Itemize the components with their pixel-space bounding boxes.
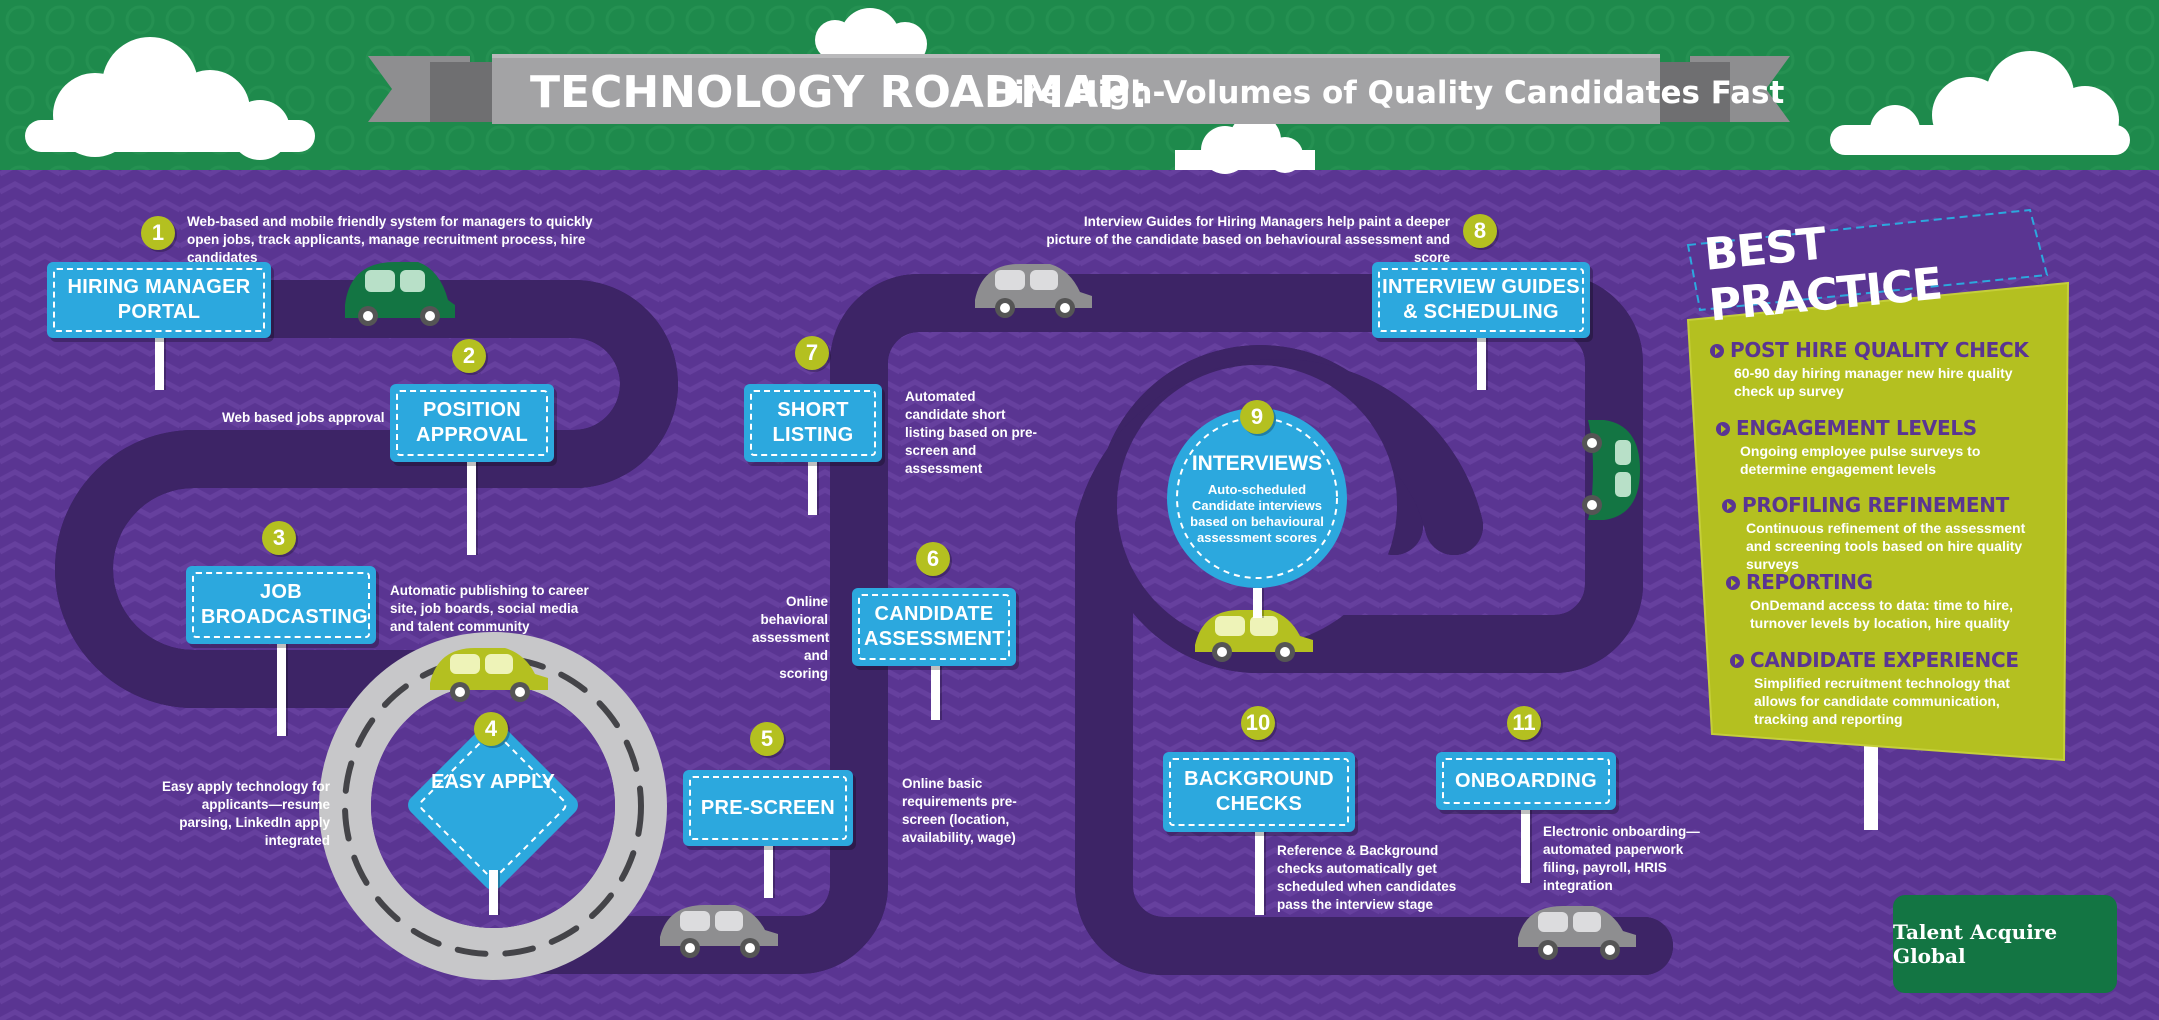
interviews-sign [1167, 408, 1347, 588]
car-icon [430, 648, 548, 702]
step-description: Web based jobs approval [222, 410, 385, 425]
step-description: Easy apply technology for applicants—res… [161, 779, 330, 848]
best-practice-board [1686, 208, 2070, 830]
step-number: 4 [474, 712, 508, 746]
play-icon [1726, 576, 1740, 590]
interviews-label[interactable]: INTERVIEWS [1191, 452, 1323, 475]
car-icon [1195, 610, 1313, 662]
play-icon [1730, 654, 1744, 668]
title-ribbon [368, 54, 1790, 124]
car-icon [1518, 906, 1636, 960]
step-number: 6 [916, 542, 950, 576]
best-practice-item-text: 60-90 day hiring manager new hire qualit… [1734, 365, 2013, 399]
step-description: Automatic publishing to career site, job… [390, 583, 589, 634]
step-description: Online basic requirements pre-screen (lo… [902, 776, 1017, 845]
step-number: 9 [1240, 400, 1274, 434]
car-icon [1582, 420, 1640, 520]
sign-candidate-assessment[interactable]: CANDIDATE ASSESSMENT [852, 588, 1016, 666]
sign-post [764, 840, 773, 898]
cloud-icon [25, 8, 2130, 174]
best-practice-item-head: PROFILING REFINEMENT [1722, 493, 2009, 517]
sign-post [1255, 825, 1264, 915]
best-practice-item-head: POST HIRE QUALITY CHECK [1710, 338, 2029, 362]
sign-post [277, 640, 286, 736]
play-icon [1722, 499, 1736, 513]
title-sub: Hire High-Volumes of Quality Candidates … [988, 75, 1784, 111]
easy-apply-sign [408, 720, 578, 890]
car-icon [975, 264, 1092, 318]
step-description: Reference & Background checks automatica… [1277, 843, 1457, 912]
best-practice-item-text: OnDemand access to data: time to hire, t… [1750, 597, 2013, 631]
step-number: 10 [1241, 706, 1275, 740]
sign-post [1253, 588, 1262, 618]
step-number: 11 [1507, 706, 1541, 740]
company-logo: Talent Acquire Global [1893, 895, 2117, 993]
sign-post [155, 330, 164, 390]
step-description: Auto-scheduled Candidate interviews base… [1190, 482, 1324, 545]
step-number: 5 [750, 722, 784, 756]
step-number: 3 [262, 521, 296, 555]
sign-post [808, 455, 817, 515]
easy-apply-label[interactable]: EASY APPLY [431, 771, 555, 793]
car-icon [345, 262, 455, 326]
sign-onboarding[interactable]: ONBOARDING [1436, 752, 1616, 810]
best-practice-item-text: Ongoing employee pulse surveys to determ… [1740, 443, 1981, 477]
step-number: 8 [1463, 214, 1497, 248]
sign-post [1477, 330, 1486, 390]
best-practice-item-head: ENGAGEMENT LEVELS [1716, 416, 1977, 440]
sign-post [467, 455, 476, 555]
best-practice-item-text: Continuous refinement of the assessment … [1746, 520, 2026, 572]
sign-position-approval[interactable]: POSITION APPROVAL [390, 384, 554, 462]
sign-short-listing[interactable]: SHORT LISTING [744, 384, 882, 462]
sign-post [489, 870, 498, 915]
sign-job-broadcasting[interactable]: JOB BROADCASTING [186, 566, 376, 644]
sign-background-checks[interactable]: BACKGROUND CHECKS [1163, 752, 1355, 832]
sign-interview-guides-scheduling[interactable]: INTERVIEW GUIDES & SCHEDULING [1372, 262, 1590, 338]
sign-hiring-manager-portal[interactable]: HIRING MANAGER PORTAL [47, 262, 271, 338]
best-practice-item-head: REPORTING [1726, 570, 1873, 594]
sign-post [931, 660, 940, 720]
sign-post [1521, 805, 1530, 883]
step-description: Electronic onboarding—automated paperwor… [1543, 824, 1700, 893]
play-icon [1710, 344, 1724, 358]
step-description: Interview Guides for Hiring Managers hel… [1046, 214, 1450, 265]
car-icon [660, 905, 778, 958]
sign-pre-screen[interactable]: PRE-SCREEN [683, 770, 853, 846]
best-practice-item-text: Simplified recruitment technology that a… [1754, 675, 2010, 727]
step-description: Web-based and mobile friendly system for… [187, 214, 593, 265]
step-number: 2 [452, 339, 486, 373]
step-description: Online behavioral assessment and scoring [752, 594, 830, 681]
step-number: 7 [795, 336, 829, 370]
title-main: TECHNOLOGY ROADMAP: [530, 67, 1148, 118]
best-practice-item-head: CANDIDATE EXPERIENCE [1730, 648, 2019, 672]
step-number: 1 [141, 216, 175, 250]
step-description: Automated candidate short listing based … [905, 389, 1038, 476]
play-icon [1716, 422, 1730, 436]
